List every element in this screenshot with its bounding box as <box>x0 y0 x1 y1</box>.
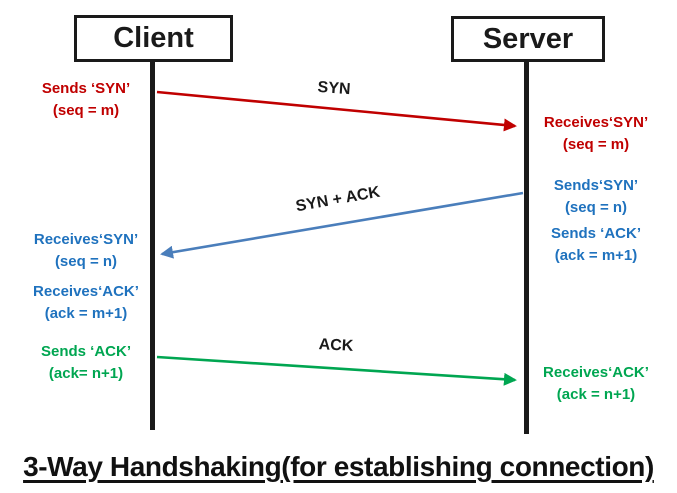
client-lifeline <box>150 60 155 430</box>
client-actor-label: Client <box>113 22 194 54</box>
diagram-title: 3-Way Handshaking(for establishing conne… <box>23 451 654 482</box>
server-lifeline <box>524 60 529 434</box>
syn-arrow <box>156 90 517 132</box>
client-actor-box: Client <box>74 15 233 62</box>
server-receives-ack-annotation: Receives‘ACK’ (ack = n+1) <box>543 364 649 403</box>
ack-arrow <box>156 355 517 386</box>
syn-ack-arrow <box>160 191 524 259</box>
client-sends-syn-annotation: Sends ‘SYN’ (seq = m) <box>41 80 131 119</box>
server-sends-syn-annotation: Sends‘SYN’ (seq = n) <box>553 177 639 216</box>
server-receives-syn-annotation: Receives‘SYN’ (seq = m) <box>543 114 649 153</box>
server-sends-ack-annotation: Sends ‘ACK’ (ack = m+1) <box>550 225 641 264</box>
client-receives-syn-annotation: Receives‘SYN’ (seq = n) <box>33 231 139 270</box>
ack-arrow-label: ACK <box>318 336 354 355</box>
server-actor-label: Server <box>482 22 574 55</box>
client-receives-ack-annotation: Receives‘ACK’ (ack = m+1) <box>33 283 139 322</box>
client-sends-ack-annotation: Sends ‘ACK’ (ack= n+1) <box>40 343 131 382</box>
syn-arrow-label: SYN <box>317 78 352 99</box>
